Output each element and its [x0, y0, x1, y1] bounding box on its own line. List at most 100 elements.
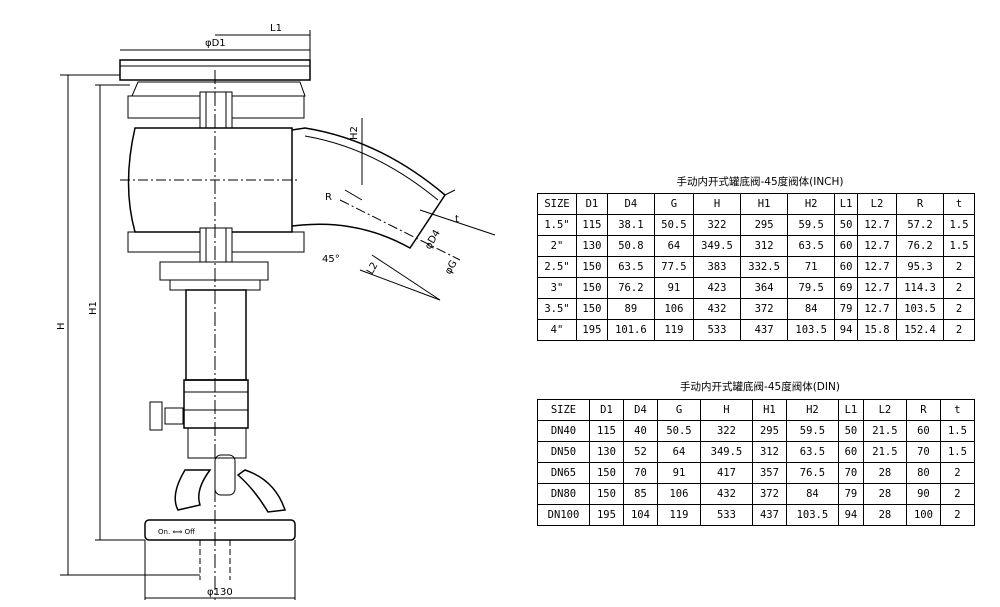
table-cell: 533 [699, 504, 753, 526]
table-cell: 12.7 [856, 235, 897, 257]
table-cell: 76.2 [895, 235, 945, 257]
col-l2: L2 [862, 399, 907, 421]
table-cell: 60 [905, 420, 941, 442]
table-cell: 1.5 [939, 420, 976, 442]
table-cell: 91 [656, 462, 701, 484]
table-cell: 383 [692, 256, 742, 278]
dim-label-h: H [56, 322, 67, 330]
table-cell: 79 [837, 483, 864, 505]
table-cell: 50.5 [656, 420, 701, 442]
table-cell: 15.8 [856, 319, 897, 341]
col-size: SIZE [537, 193, 577, 215]
table-cell: 64 [653, 235, 694, 257]
table-cell: 94 [834, 319, 858, 341]
col-g: G [656, 399, 701, 421]
table-cell: 59.5 [787, 214, 836, 236]
handle [174, 469, 212, 511]
table-cell: 70 [622, 462, 658, 484]
table-cell: 2" [537, 235, 577, 257]
table-cell: 130 [588, 441, 624, 463]
table-cell: 12.7 [856, 214, 897, 236]
table-cell: 69 [834, 277, 858, 299]
table-cell: 195 [575, 319, 608, 341]
side-knob [164, 407, 184, 425]
table-header: SIZE D1 D4 G H H1 H2 L1 L2 R t [537, 193, 975, 215]
table-cell: 40 [622, 420, 658, 442]
col-h2: H2 [785, 399, 839, 421]
col-t: t [939, 399, 976, 421]
col-l1: L1 [837, 399, 864, 421]
table-cell: 80 [905, 462, 941, 484]
table-cell: 103.5 [895, 298, 945, 320]
col-h: H [699, 399, 753, 421]
table-cell: 1.5" [537, 214, 577, 236]
table-cell: 332.5 [740, 256, 789, 278]
table-cell: DN50 [537, 441, 590, 463]
col-r: R [905, 399, 941, 421]
table-cell: 63.5 [606, 256, 655, 278]
valve-drawing: L1 φD1 H2 R t φD4 φG 45° L2 H H1 φ130 On… [56, 23, 496, 600]
table-cell: 364 [740, 277, 789, 299]
table-cell: 150 [588, 483, 624, 505]
table-cell: 417 [699, 462, 753, 484]
col-h2: H2 [787, 193, 836, 215]
col-g: G [653, 193, 694, 215]
table-cell: 150 [588, 462, 624, 484]
table-cell: 195 [588, 504, 624, 526]
header-row: SIZE D1 D4 G H H1 H2 L1 L2 R t [537, 193, 975, 215]
table-cell: 89 [606, 298, 655, 320]
dim-label-g: φG [443, 259, 460, 277]
table-cell: 2 [939, 462, 976, 484]
table-cell: 2 [939, 504, 976, 526]
col-l2: L2 [856, 193, 897, 215]
plate-text: On. ⟺ Off [158, 528, 195, 536]
table-inch-title: 手动内开式罐底阀-45度阀体(INCH) [676, 176, 844, 188]
table-cell: 76.2 [606, 277, 655, 299]
table-cell: 349.5 [699, 441, 753, 463]
table-cell: 1.5 [939, 441, 976, 463]
table-cell: 103.5 [785, 504, 839, 526]
table-cell: 28 [862, 483, 907, 505]
table-cell: 295 [740, 214, 789, 236]
table-cell: 79.5 [787, 277, 836, 299]
outlet-elbow [291, 127, 446, 249]
table-cell: 50 [837, 420, 864, 442]
col-d4: D4 [606, 193, 655, 215]
table-cell: 79 [834, 298, 858, 320]
header-row: SIZE D1 D4 G H H1 H2 L1 L2 R t [537, 399, 976, 421]
table-cell: 2 [939, 483, 976, 505]
dim-label-l1: L1 [270, 23, 282, 34]
table-cell: 4" [537, 319, 577, 341]
table-cell: 21.5 [862, 420, 907, 442]
table-header: SIZE D1 D4 G H H1 H2 L1 L2 R t [537, 399, 976, 421]
table-cell: 150 [575, 277, 608, 299]
table-cell: 38.1 [606, 214, 655, 236]
table-cell: 432 [692, 298, 742, 320]
table-cell: 50.5 [653, 214, 694, 236]
table-cell: 432 [699, 483, 753, 505]
table-cell: 101.6 [606, 319, 655, 341]
table-cell: 106 [656, 483, 701, 505]
table-cell: 372 [740, 298, 789, 320]
table-cell: 3" [537, 277, 577, 299]
table-cell: 57.2 [895, 214, 945, 236]
col-r: R [895, 193, 945, 215]
col-h1: H1 [751, 399, 787, 421]
table-cell: 28 [862, 462, 907, 484]
table-din-title: 手动内开式罐底阀-45度阀体(DIN) [680, 381, 840, 393]
table-cell: 60 [834, 235, 858, 257]
col-h: H [692, 193, 742, 215]
table-cell: 349.5 [692, 235, 742, 257]
table-cell: 1.5 [943, 214, 975, 236]
table-cell: 70 [905, 441, 941, 463]
upper-clamp [131, 81, 306, 97]
table-cell: 95.3 [895, 256, 945, 278]
table-cell: 322 [699, 420, 753, 442]
dim-label-r: R [325, 192, 332, 203]
table-cell: 12.7 [856, 298, 897, 320]
